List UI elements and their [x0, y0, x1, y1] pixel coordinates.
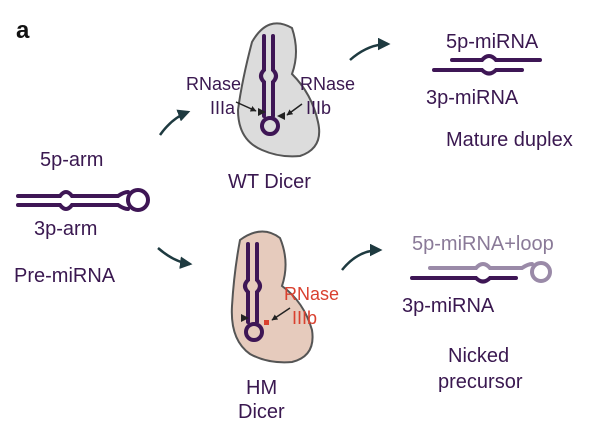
nicked-3p-mirna-label: 3p-miRNA	[402, 295, 495, 317]
pre-mirna-label: Pre-miRNA	[14, 265, 116, 287]
wt-cleavage-site-a	[258, 108, 266, 116]
nicked-precursor-label-line2: precursor	[438, 371, 523, 393]
wt-cleavage-site-b	[277, 112, 285, 120]
wt-rna-strand-3p	[271, 34, 278, 118]
hm-rnase-b-pointer	[271, 307, 291, 321]
pre-mirna-loop	[126, 188, 150, 212]
hm-dicer	[230, 230, 314, 364]
mature-5p-strand	[450, 54, 542, 62]
pre-mirna-5p-strand	[16, 190, 130, 198]
mature-duplex-label: Mature duplex	[446, 129, 573, 151]
mature-3p-strand	[432, 68, 524, 76]
hm-rna-strand-3p	[255, 242, 262, 324]
mature-3p-mirna-label: 3p-miRNA	[426, 87, 519, 109]
wt-dicer	[236, 22, 321, 158]
nicked-precursor-rna	[410, 261, 552, 284]
arrow-to-wt-dicer	[158, 109, 191, 136]
wt-dicer-label: WT Dicer	[228, 171, 311, 193]
wt-rnase-b-label-line1: RNase	[300, 74, 355, 94]
wt-rna-loop	[260, 116, 280, 136]
hm-rnase-b-label-line1: RNase	[284, 284, 339, 304]
pre-mirna-3p-strand	[16, 203, 130, 211]
wt-rnase-b-label-line2: IIIb	[306, 98, 331, 118]
wt-rnase-b-pointer	[286, 103, 303, 116]
wt-rnase-a-pointer	[235, 101, 257, 112]
hm-dicer-label-line1: HM	[246, 377, 277, 399]
nicked-3p-strand	[410, 276, 518, 284]
pre-mirna-hairpin	[16, 188, 150, 212]
wt-rna-strand-5p	[259, 34, 266, 118]
wt-dicer-bound-rna	[259, 34, 280, 136]
hm-dicer-bound-rna	[243, 242, 264, 342]
hm-rna-loop	[244, 322, 264, 342]
arrow-to-hm-dicer	[157, 247, 193, 269]
hm-dicer-body	[230, 230, 314, 364]
nicked-loop	[530, 261, 552, 283]
hm-inactive-site-b	[264, 320, 269, 325]
hm-rna-strand-5p	[243, 242, 250, 324]
nicked-5p-strand-with-loop	[428, 262, 534, 270]
hm-rnase-b-label-line2: IIIb	[292, 308, 317, 328]
arrow-to-mature-duplex	[349, 37, 391, 61]
wt-rnase-a-label-line2: IIIa	[210, 98, 236, 118]
wt-rnase-a-label-line1: RNase	[186, 74, 241, 94]
panel-label: a	[16, 17, 30, 44]
wt-dicer-body	[236, 22, 321, 158]
nicked-precursor-label-line1: Nicked	[448, 345, 509, 367]
nicked-5p-mirna-loop-label: 5p-miRNA+loop	[412, 233, 554, 255]
mature-duplex	[432, 54, 542, 76]
hm-cleavage-site-a	[241, 314, 249, 322]
mature-5p-mirna-label: 5p-miRNA	[446, 31, 539, 53]
pre-mirna-5p-arm-label: 5p-arm	[40, 149, 103, 171]
pre-mirna-3p-arm-label: 3p-arm	[34, 218, 97, 240]
arrow-to-nicked-precursor	[341, 243, 383, 271]
hm-dicer-label-line2: Dicer	[238, 401, 285, 423]
